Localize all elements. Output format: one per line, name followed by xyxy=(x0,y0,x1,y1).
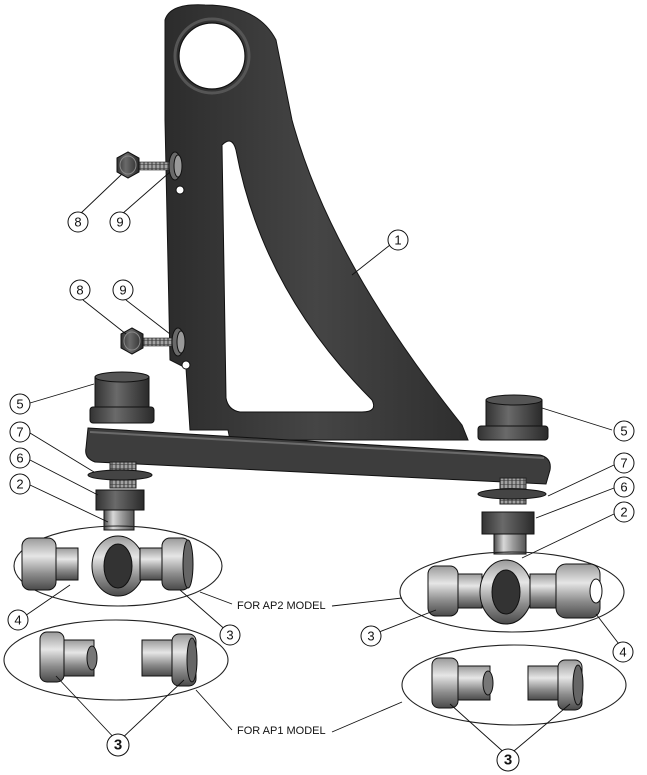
callout-4-right: 4 xyxy=(612,641,634,663)
svg-text:6: 6 xyxy=(620,480,627,495)
callout-9-lower: 9 xyxy=(112,279,134,301)
callout-1: 1 xyxy=(387,229,409,251)
callout-8-upper: 8 xyxy=(67,211,89,233)
callout-9-upper: 9 xyxy=(109,211,131,233)
callout-5-right: 5 xyxy=(613,420,635,442)
ap2-right-group xyxy=(399,551,625,633)
svg-text:8: 8 xyxy=(74,215,81,230)
callout-3-ap1-left: 3 xyxy=(106,733,130,757)
leader-lines xyxy=(21,171,623,757)
callout-2-right: 2 xyxy=(613,501,635,523)
svg-text:5: 5 xyxy=(620,424,627,439)
ap2-model-label: FOR AP2 MODEL xyxy=(237,600,326,612)
ap2-left-group xyxy=(13,525,223,607)
callout-8-lower: 8 xyxy=(69,279,91,301)
svg-text:7: 7 xyxy=(620,456,627,471)
callout-4-left: 4 xyxy=(7,609,29,631)
bracket-part-1 xyxy=(85,4,551,485)
svg-text:6: 6 xyxy=(16,451,23,466)
callout-3-ap2-left: 3 xyxy=(219,624,241,646)
svg-text:3: 3 xyxy=(504,752,512,769)
svg-text:3: 3 xyxy=(367,629,374,644)
left-stud-stack xyxy=(87,371,155,531)
svg-text:2: 2 xyxy=(620,505,627,520)
callout-6-right: 6 xyxy=(613,476,635,498)
callout-7-right: 7 xyxy=(613,452,635,474)
right-stud-stack xyxy=(477,394,549,555)
ap1-model-label: FOR AP1 MODEL xyxy=(237,725,326,737)
svg-text:8: 8 xyxy=(76,283,83,298)
callout-7-left: 7 xyxy=(9,421,31,443)
lower-bolt-assembly xyxy=(120,327,186,357)
callout-5-left: 5 xyxy=(9,393,31,415)
svg-text:2: 2 xyxy=(16,477,23,492)
svg-text:9: 9 xyxy=(119,283,126,298)
svg-text:3: 3 xyxy=(226,628,233,643)
svg-text:7: 7 xyxy=(16,425,23,440)
ap1-right-group xyxy=(401,644,627,726)
svg-text:4: 4 xyxy=(619,645,626,660)
svg-text:5: 5 xyxy=(16,397,23,412)
callout-3-ap1-right: 3 xyxy=(496,748,520,772)
svg-text:9: 9 xyxy=(116,215,123,230)
callout-3-ap2-right: 3 xyxy=(360,625,382,647)
upper-bolt-assembly xyxy=(116,151,183,181)
ap1-left-group xyxy=(3,619,229,701)
svg-text:3: 3 xyxy=(114,737,122,754)
callout-2-left: 2 xyxy=(9,473,31,495)
svg-text:4: 4 xyxy=(14,613,21,628)
svg-text:1: 1 xyxy=(394,233,401,248)
callout-6-left: 6 xyxy=(9,447,31,469)
